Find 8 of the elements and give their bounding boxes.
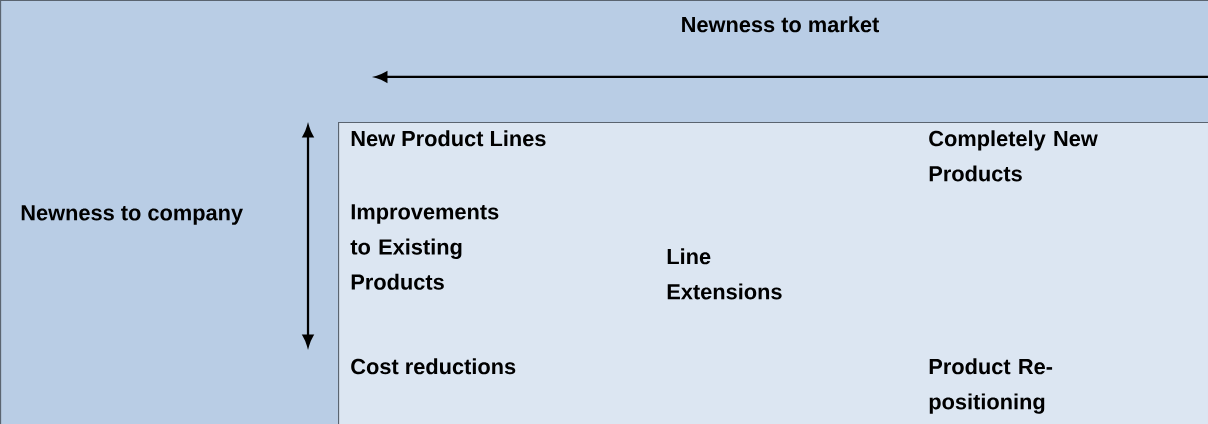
- category-label: Cost reductions: [351, 358, 516, 375]
- axis-label: Newness to company: [21, 205, 243, 225]
- category-label: Completely New Products: [929, 130, 1098, 182]
- category-label: Line Extensions: [667, 248, 782, 300]
- category-label: New Product Lines: [351, 130, 546, 147]
- category-label: Improvements to Existing Products: [350, 204, 499, 290]
- category-label: Product Re-positioning: [929, 358, 1053, 414]
- axis-label: Newness to market: [682, 16, 879, 33]
